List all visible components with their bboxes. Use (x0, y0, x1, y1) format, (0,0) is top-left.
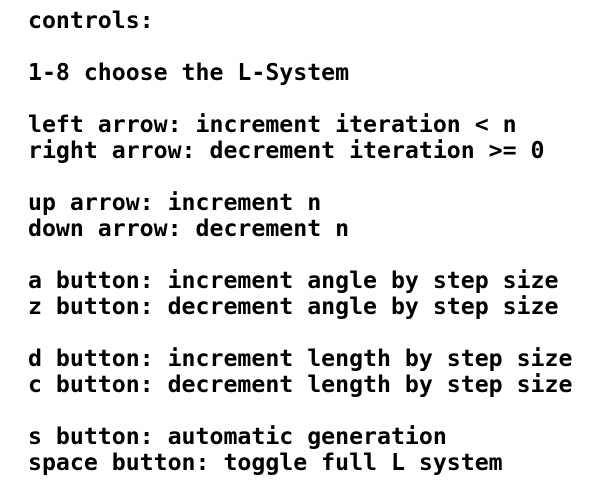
s-button-help: s button: automatic generation (28, 423, 447, 450)
blank-line (28, 320, 572, 346)
blank-line (28, 86, 572, 112)
controls-help-panel: controls: 1-8 choose the L-System left a… (28, 8, 572, 476)
d-button-help: d button: increment length by step size (28, 345, 573, 372)
space-button-help: space button: toggle full L system (28, 449, 503, 476)
down-arrow-help: down arrow: decrement n (28, 215, 350, 242)
blank-line (28, 34, 572, 60)
up-arrow-help: up arrow: increment n (28, 189, 322, 216)
c-button-help: c button: decrement length by step size (28, 371, 573, 398)
blank-line (28, 398, 572, 424)
right-arrow-help: right arrow: decrement iteration >= 0 (28, 137, 545, 164)
left-arrow-help: left arrow: increment iteration < n (28, 111, 517, 138)
controls-heading: controls: (28, 7, 154, 34)
a-button-help: a button: increment angle by step size (28, 267, 559, 294)
lsystem-select-help: 1-8 choose the L-System (28, 59, 350, 86)
blank-line (28, 164, 572, 190)
blank-line (28, 242, 572, 268)
z-button-help: z button: decrement angle by step size (28, 293, 559, 320)
